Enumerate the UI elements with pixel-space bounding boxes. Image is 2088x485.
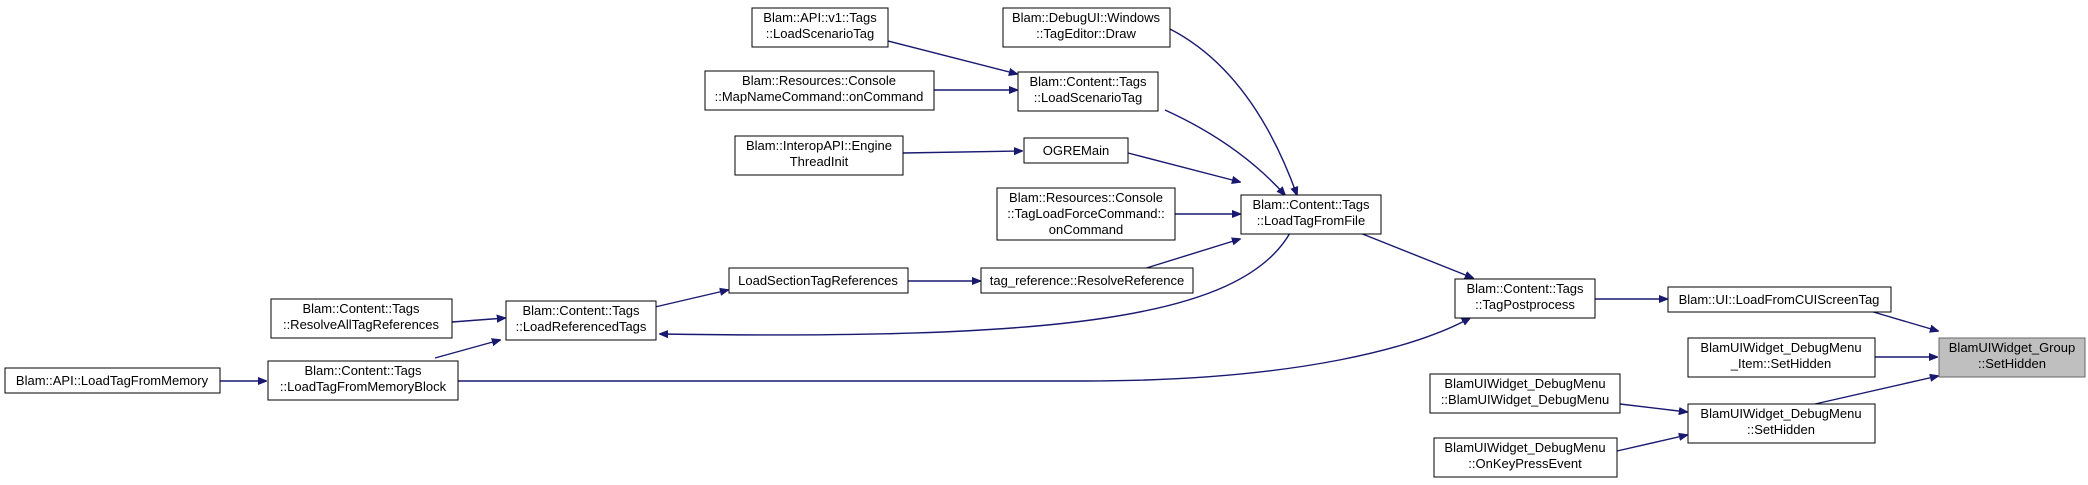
node-label-line: Blam::Content::Tags [1252, 197, 1370, 212]
node-debugui-tageditor-draw[interactable]: Blam::DebugUI::Windows ::TagEditor::Draw [1002, 7, 1171, 48]
node-ogremain[interactable]: OGREMain [1023, 137, 1129, 164]
node-label-line: Blam::Resources::Console [1009, 190, 1163, 205]
node-api-v1-loadscenariotag[interactable]: Blam::API::v1::Tags ::LoadScenarioTag [751, 7, 889, 48]
node-label-line: Blam::API::v1::Tags [763, 10, 877, 25]
node-label-line: Blam::Content::Tags [1466, 281, 1584, 296]
node-debugmenu-constructor[interactable]: BlamUIWidget_DebugMenu ::BlamUIWidget_De… [1429, 373, 1621, 414]
edge-ctor-to-debugmenusethidden [1619, 403, 1687, 412]
edge-apiloadscenario-to-contentloadscenario [887, 40, 1017, 74]
node-tagreference-resolvereference[interactable]: tag_reference::ResolveReference [980, 267, 1194, 294]
node-label-line: ::LoadReferencedTags [516, 319, 647, 334]
node-content-loadtagfromfile[interactable]: Blam::Content::Tags ::LoadTagFromFile [1240, 194, 1382, 235]
node-console-mapnamecommand[interactable]: Blam::Resources::Console ::MapNameComman… [704, 70, 935, 111]
node-uiwidget-group-sethidden[interactable]: BlamUIWidget_Group ::SetHidden [1938, 337, 2086, 378]
node-console-tagloadforcecommand[interactable]: Blam::Resources::Console ::TagLoadForceC… [996, 187, 1176, 241]
node-label-line: ::OnKeyPressEvent [1468, 456, 1582, 471]
node-label-line: onCommand [1049, 222, 1123, 237]
node-label-line: ::LoadTagFromFile [1257, 213, 1365, 228]
edge-debugmenusethidden-to-group [1814, 376, 1938, 405]
node-content-tagpostprocess[interactable]: Blam::Content::Tags ::TagPostprocess [1454, 278, 1596, 319]
node-label-line: BlamUIWidget_DebugMenu [1700, 340, 1861, 355]
node-label-line: Blam::Content::Tags [1029, 74, 1147, 89]
edge-contentloadscenario-to-loadtagfromfile [1164, 109, 1285, 195]
node-label-line: Blam::InteropAPI::Engine [746, 138, 892, 153]
edge-onkeypress-to-debugmenusethidden [1616, 435, 1687, 452]
edge-loadtagfromfile-to-loadreferenced [660, 232, 1291, 335]
node-label-line: Blam::DebugUI::Windows [1012, 10, 1161, 25]
node-label-line: OGREMain [1043, 143, 1109, 158]
node-debugmenu-sethidden[interactable]: BlamUIWidget_DebugMenu ::SetHidden [1687, 403, 1876, 444]
node-label-line: Blam::Content::Tags [302, 301, 420, 316]
node-label-line: Blam::Resources::Console [742, 73, 896, 88]
edge-memblock-to-tagpostprocess [458, 318, 1470, 382]
edge-resolveall-to-loadreferenced [451, 318, 505, 322]
node-label-line: ThreadInit [790, 154, 849, 169]
node-label-line: BlamUIWidget_DebugMenu [1444, 440, 1605, 455]
node-ui-loadfromcuiscreentag[interactable]: Blam::UI::LoadFromCUIScreenTag [1667, 286, 1892, 313]
node-label-line: BlamUIWidget_DebugMenu [1700, 406, 1861, 421]
edge-debuguidraw-to-loadtagfromfile [1169, 28, 1297, 195]
node-label-line: ::MapNameCommand::onCommand [715, 89, 924, 104]
node-label-line: Blam::Content::Tags [522, 303, 640, 318]
node-label-line: ::BlamUIWidget_DebugMenu [1441, 392, 1609, 407]
node-api-loadtagfrommemory[interactable]: Blam::API::LoadTagFromMemory [4, 367, 221, 394]
node-label-line: _Item::SetHidden [1730, 356, 1831, 371]
node-label-line: tag_reference::ResolveReference [990, 273, 1184, 288]
node-label-line: ::LoadScenarioTag [766, 26, 874, 41]
node-label-line: ::ResolveAllTagReferences [283, 317, 440, 332]
node-label-line: Blam::Content::Tags [304, 363, 422, 378]
node-debugmenu-item-sethidden[interactable]: BlamUIWidget_DebugMenu _Item::SetHidden [1687, 337, 1876, 378]
node-debugmenu-onkeypressevent[interactable]: BlamUIWidget_DebugMenu ::OnKeyPressEvent [1433, 437, 1618, 478]
node-content-loadreferencedtags[interactable]: Blam::Content::Tags ::LoadReferencedTags [505, 300, 657, 341]
node-label-line: Blam::UI::LoadFromCUIScreenTag [1679, 292, 1880, 307]
edges [220, 28, 1938, 452]
edge-enginethread-to-ogremain [902, 151, 1022, 153]
node-label-line: Blam::API::LoadTagFromMemory [16, 373, 209, 388]
node-label-line: ::TagPostprocess [1475, 297, 1575, 312]
node-label-line: ::SetHidden [1978, 356, 2046, 371]
edge-loadtagfromfile-to-tagpostprocess [1359, 232, 1473, 278]
node-content-resolvealltagreferences[interactable]: Blam::Content::Tags ::ResolveAllTagRefer… [270, 298, 453, 339]
edge-resolveref-to-loadtagfromfile [1139, 239, 1240, 271]
node-label-line: LoadSectionTagReferences [738, 273, 898, 288]
node-loadsectiontagreferences[interactable]: LoadSectionTagReferences [728, 267, 909, 294]
edge-loadfromcui-to-group [1869, 310, 1938, 331]
node-label-line: ::TagEditor::Draw [1036, 26, 1136, 41]
node-label-line: ::LoadScenarioTag [1034, 90, 1142, 105]
node-label-line: ::LoadTagFromMemoryBlock [280, 379, 447, 394]
edge-memblock-to-loadreferenced [434, 340, 500, 359]
node-label-line: ::SetHidden [1747, 422, 1815, 437]
node-interopapi-enginethreadinit[interactable]: Blam::InteropAPI::Engine ThreadInit [734, 135, 904, 176]
edge-loadreferenced-to-loadsection [654, 290, 728, 308]
node-label-line: BlamUIWidget_Group [1949, 340, 2075, 355]
edge-ogremain-to-loadtagfromfile [1127, 152, 1240, 182]
node-label-line: BlamUIWidget_DebugMenu [1444, 376, 1605, 391]
nodes: BlamUIWidget_Group ::SetHidden Blam::UI:… [4, 7, 2086, 478]
node-content-loadtagfrommemoryblock[interactable]: Blam::Content::Tags ::LoadTagFromMemoryB… [267, 360, 459, 401]
node-label-line: ::TagLoadForceCommand:: [1007, 206, 1165, 221]
node-content-loadscenariotag[interactable]: Blam::Content::Tags ::LoadScenarioTag [1017, 71, 1159, 112]
